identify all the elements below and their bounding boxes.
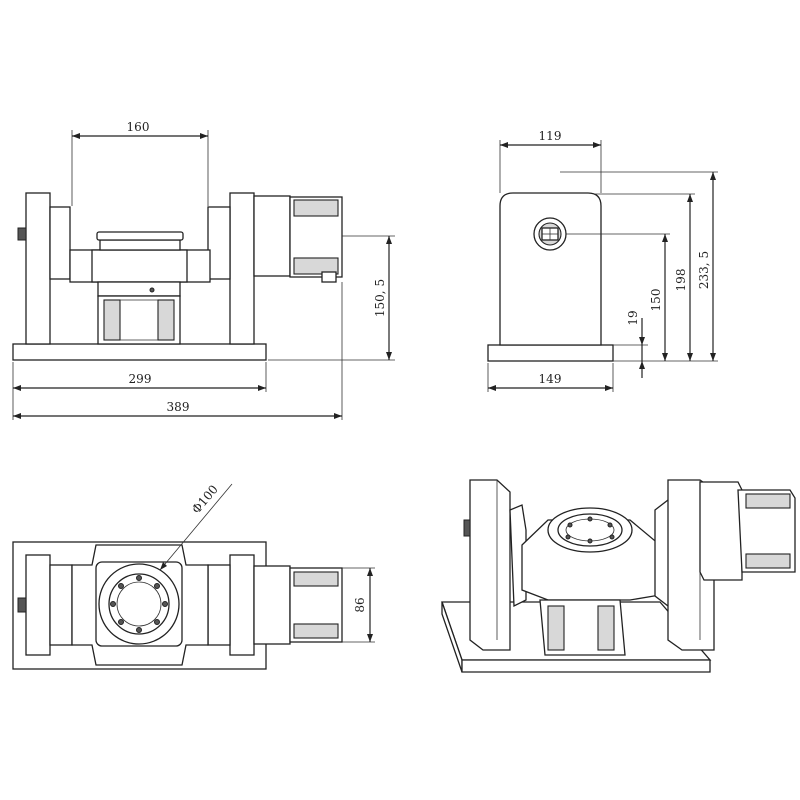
iso-side-motor-mount — [699, 481, 743, 581]
top-faceplate-bore — [116, 581, 162, 627]
top-left-upright — [25, 554, 51, 656]
iso-lower-motor-fin-left — [547, 605, 565, 651]
front-left-bearing — [49, 206, 71, 280]
iso-base-plate-front — [461, 659, 711, 673]
front-side-motor-mount — [253, 195, 291, 277]
iso-side-motor-fin-top — [745, 493, 791, 509]
side-dim-149: 149 — [539, 372, 562, 386]
top-bolt-2 — [154, 583, 160, 589]
iso-left-knob — [463, 519, 471, 537]
top-bolt-7 — [110, 601, 116, 607]
side-dim-119: 119 — [539, 129, 562, 143]
top-side-motor-fin-bottom — [293, 623, 339, 639]
front-side-motor-fin-top — [293, 199, 339, 217]
top-right-upright — [229, 554, 255, 656]
front-right-upright — [229, 192, 255, 345]
side-base-plate — [487, 344, 614, 362]
side-dim-150: 150 — [649, 289, 663, 312]
front-view: 160 299 389 150, 5 — [12, 120, 395, 420]
iso-lower-motor-fin-right — [597, 605, 615, 651]
iso-left-upright — [469, 479, 511, 651]
front-table-flange — [97, 281, 181, 297]
top-view: Φ100 86 — [12, 482, 375, 670]
top-bolt-8 — [118, 583, 124, 589]
iso-side-motor — [737, 489, 796, 573]
top-bolt-5 — [136, 627, 142, 633]
front-right-bearing — [207, 206, 231, 280]
isometric-view — [441, 479, 796, 673]
top-faceplate-inner — [108, 573, 170, 635]
top-left-knob — [17, 597, 27, 613]
front-dim-299: 299 — [129, 372, 152, 386]
side-dim-198: 198 — [674, 269, 688, 292]
top-side-motor-mount — [253, 565, 291, 645]
front-table-housing — [91, 249, 188, 283]
top-bolt-6 — [118, 619, 124, 625]
side-dim-19: 19 — [626, 310, 640, 325]
side-upright — [499, 192, 602, 346]
front-connector — [321, 271, 337, 283]
top-left-bearing — [49, 564, 73, 646]
top-bolt-1 — [136, 575, 142, 581]
front-dim-150-5: 150, 5 — [373, 279, 387, 317]
top-dim-86: 86 — [353, 597, 367, 612]
top-dim-diameter: Φ100 — [189, 482, 221, 516]
front-motor-fin-left — [103, 299, 121, 341]
front-screw — [149, 287, 155, 293]
front-faceplate — [96, 231, 184, 241]
top-bolt-4 — [154, 619, 160, 625]
front-left-upright — [25, 192, 51, 345]
front-dim-389: 389 — [167, 400, 190, 414]
front-left-knob — [17, 227, 27, 241]
iso-side-motor-fin-bottom — [745, 553, 791, 569]
side-dim-233-5: 233, 5 — [697, 251, 711, 289]
side-view: 119 149 19 150 198 233, 5 — [487, 129, 718, 392]
front-side-motor-fin-bottom — [293, 257, 339, 275]
front-motor-fin-right — [157, 299, 175, 341]
top-side-motor-fin-top — [293, 571, 339, 587]
top-bolt-3 — [162, 601, 168, 607]
front-dim-160: 160 — [127, 120, 150, 134]
top-right-bearing — [207, 564, 231, 646]
front-faceplate-base — [99, 239, 181, 251]
front-base-plate — [12, 343, 267, 361]
